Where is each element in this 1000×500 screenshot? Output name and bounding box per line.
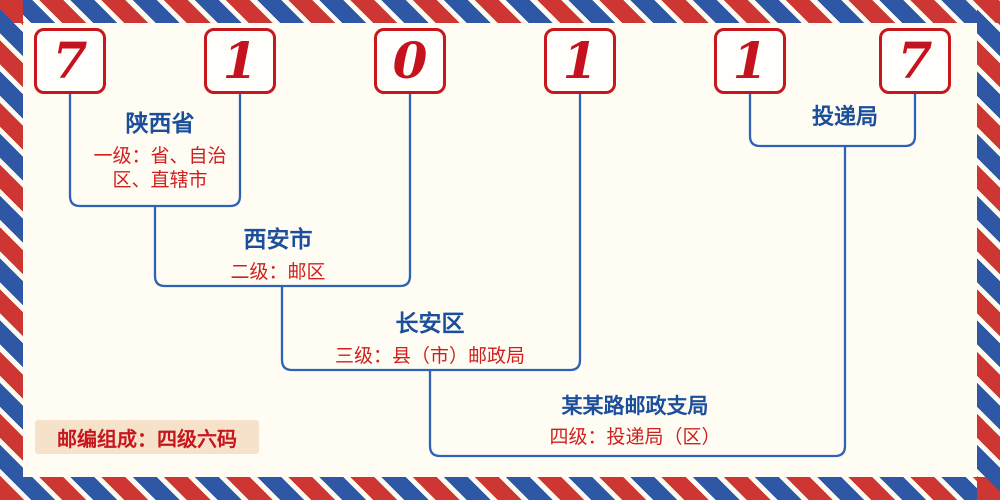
label-level1: 陕西省 一级：省、自治区、直辖市 <box>78 110 242 194</box>
bracket-level3 <box>280 94 582 372</box>
composition-note: 邮编组成：四级六码 <box>35 420 259 454</box>
digit-box-6: 7 <box>879 28 951 94</box>
level4-place: 某某路邮政支局 <box>561 395 709 418</box>
digit-6: 7 <box>897 31 933 90</box>
label-level3: 长安区 三级：县（市）邮政局 <box>280 310 580 369</box>
digit-2: 1 <box>222 31 258 90</box>
level2-place: 西安市 <box>243 226 313 252</box>
delivery-bureau-place: 投递局 <box>811 104 878 129</box>
digit-box-2: 1 <box>204 28 276 94</box>
digit-3: 0 <box>392 31 428 90</box>
digit-box-4: 1 <box>544 28 616 94</box>
digit-box-3: 0 <box>374 28 446 94</box>
airmail-border-left <box>0 0 23 500</box>
bracket-delivery-bureau <box>748 94 917 148</box>
label-delivery-bureau: 投递局 <box>765 104 925 130</box>
airmail-border-bottom <box>0 477 1000 500</box>
level4-desc: 四级：投递局（区） <box>549 427 721 449</box>
airmail-border-right <box>977 0 1000 500</box>
bracket-level2 <box>153 94 412 288</box>
level3-place: 长安区 <box>395 310 465 336</box>
digit-box-5: 1 <box>714 28 786 94</box>
digit-5: 1 <box>732 31 768 90</box>
airmail-border-top <box>0 0 1000 23</box>
level2-desc: 二级：邮区 <box>230 261 326 283</box>
level1-desc: 一级：省、自治区、直辖市 <box>93 145 227 192</box>
level3-desc: 三级：县（市）邮政局 <box>334 345 525 367</box>
bracket-level4 <box>428 146 847 458</box>
level1-place: 陕西省 <box>125 110 195 136</box>
digit-1: 7 <box>52 31 88 90</box>
label-level2: 西安市 二级：邮区 <box>168 226 388 285</box>
label-level4: 某某路邮政支局 四级：投递局（区） <box>475 394 795 451</box>
composition-note-text: 邮编组成：四级六码 <box>57 428 237 451</box>
digit-box-1: 7 <box>34 28 106 94</box>
digit-4: 1 <box>562 31 598 90</box>
